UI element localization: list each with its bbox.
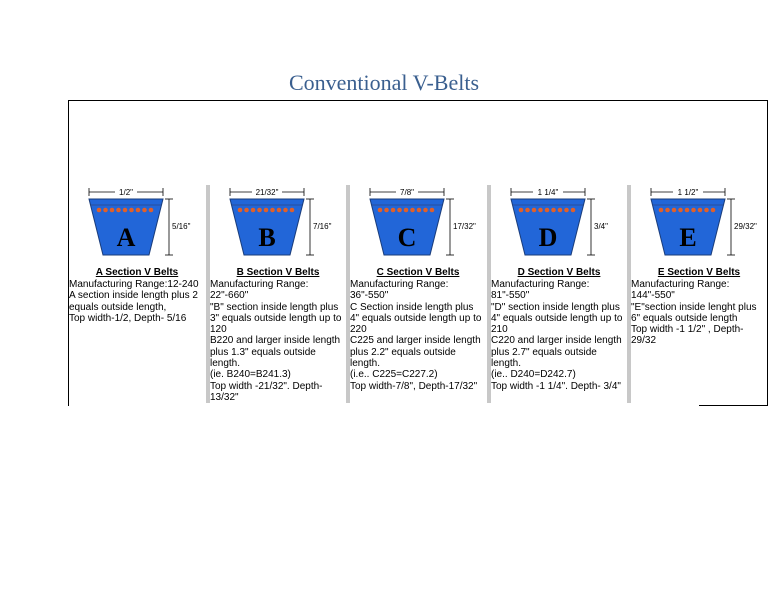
a-top-width-label: 1/2": [119, 188, 133, 197]
text-line: "B" section inside length plus 3" equals…: [210, 301, 342, 336]
d-section-title: D Section V Belts: [517, 267, 601, 278]
b-belt-cross-section-icon: 21/32" B 7/16": [229, 186, 332, 256]
c-letter: C: [398, 223, 417, 252]
column-divider: [206, 185, 210, 403]
b-depth-label: 7/16": [313, 222, 332, 231]
a-section-text: Manufacturing Range:12-240 A section ins…: [69, 279, 203, 324]
text-line: "E"section inside lenght plus 6" equals …: [631, 301, 757, 324]
c-belt-cross-section-icon: 7/8" C 17/32": [369, 186, 476, 256]
e-top-width-label: 1 1/2": [678, 188, 699, 197]
b-letter: B: [258, 223, 275, 252]
a-section-title: A Section V Belts: [95, 267, 179, 278]
frame-border-top: [68, 100, 768, 101]
text-line: Top width -1 1/2" , Depth-29/32: [631, 324, 744, 347]
e-belt-cross-section-icon: 1 1/2" E 29/32": [650, 186, 757, 256]
c-section-title: C Section V Belts: [376, 267, 460, 278]
c-section-text: Manufacturing Range: 36"-550" C Section …: [350, 279, 484, 392]
text-line: Manufacturing Range:12-240: [69, 279, 199, 290]
c-top-width-label: 7/8": [400, 188, 414, 197]
e-depth-label: 29/32": [734, 222, 757, 231]
frame-border-bottom: [699, 405, 768, 406]
frame-border-left: [68, 100, 69, 406]
text-line: (i.e.. C225=C227.2): [350, 369, 438, 381]
text-line: A section inside length plus 2 equals ou…: [69, 290, 198, 313]
e-section-text: Manufacturing Range: 144"-550" "E"sectio…: [631, 279, 765, 347]
text-line: Manufacturing Range: 144"-550": [631, 279, 730, 302]
text-line: Top width-7/8", Depth-17/32": [350, 380, 478, 392]
text-line: Manufacturing Range: 36"-550": [350, 279, 449, 302]
column-divider: [346, 185, 350, 403]
d-top-width-label: 1 1/4": [538, 188, 559, 197]
d-depth-label: 3/4": [594, 222, 608, 231]
a-letter: A: [117, 223, 136, 252]
c-depth-label: 17/32": [453, 222, 476, 231]
d-section-text: Manufacturing Range: 81"-550" "D" sectio…: [491, 279, 625, 392]
column-divider: [487, 185, 491, 403]
page-title: Conventional V-Belts: [288, 70, 480, 95]
text-line: (ie. B240=B241.3): [210, 369, 291, 381]
text-line: C Section inside length plus 4" equals o…: [350, 301, 482, 336]
text-line: B220 and larger inside length plus 1.3" …: [210, 335, 341, 370]
d-belt-cross-section-icon: 1 1/4" D 3/4": [510, 186, 608, 256]
e-section-title: E Section V Belts: [657, 267, 741, 278]
text-line: Manufacturing Range: 81"-550": [491, 279, 590, 302]
b-top-width-label: 21/32": [256, 188, 279, 197]
a-belt-cross-section-icon: 1/2" A 5/16": [88, 186, 191, 256]
a-depth-label: 5/16": [172, 222, 191, 231]
text-line: (ie.. D240=D242.7): [491, 369, 576, 381]
column-divider: [627, 185, 631, 403]
e-letter: E: [679, 223, 696, 252]
text-line: Top width -1 1/4". Depth- 3/4": [491, 380, 621, 392]
b-section-title: B Section V Belts: [236, 267, 320, 278]
d-letter: D: [539, 223, 558, 252]
text-line: Manufacturing Range: 22"-660": [210, 279, 309, 302]
b-section-text: Manufacturing Range: 22"-660" "B" sectio…: [210, 279, 344, 403]
text-line: C220 and larger inside length plus 2.7" …: [491, 335, 622, 370]
text-line: Top width-1/2, Depth- 5/16: [69, 312, 187, 324]
text-line: Top width -21/32". Depth-13/32": [210, 380, 323, 403]
text-line: C225 and larger inside length plus 2.2" …: [350, 335, 481, 370]
text-line: "D" section inside length plus 4" equals…: [491, 301, 623, 336]
